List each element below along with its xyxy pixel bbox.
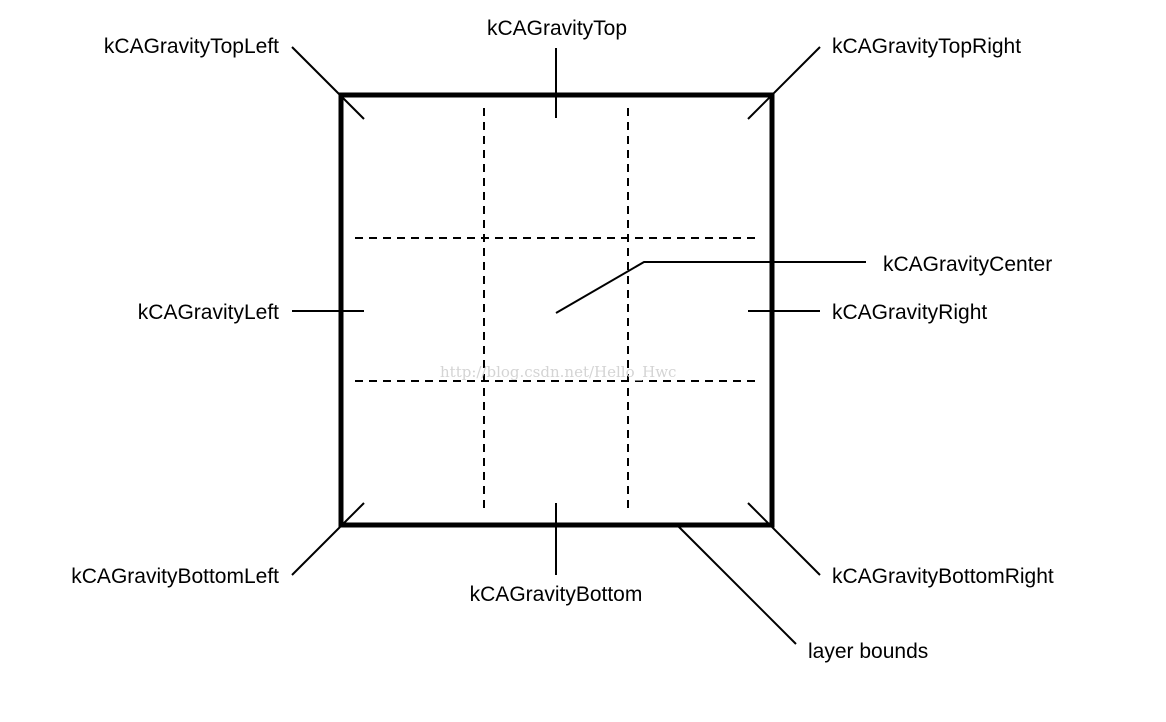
leader-top-left bbox=[291, 46, 365, 120]
grid-lines bbox=[355, 108, 760, 512]
leader-lines bbox=[291, 46, 866, 645]
label-bottom-left: kCAGravityBottomLeft bbox=[71, 565, 279, 588]
label-top-left: kCAGravityTopLeft bbox=[104, 35, 279, 58]
label-center: kCAGravityCenter bbox=[883, 253, 1052, 276]
label-bottom: kCAGravityBottom bbox=[470, 583, 643, 606]
leader-bottom-right bbox=[747, 502, 821, 576]
label-left: kCAGravityLeft bbox=[138, 301, 279, 324]
leader-bottom-left bbox=[291, 502, 365, 576]
layer-bounds-rect bbox=[338, 92, 775, 528]
label-bottom-right: kCAGravityBottomRight bbox=[832, 565, 1054, 588]
watermark: http://blog.csdn.net/Hello_Hwc bbox=[440, 363, 676, 381]
label-top: kCAGravityTop bbox=[487, 17, 627, 40]
label-layer-bounds: layer bounds bbox=[808, 640, 928, 663]
leader-layer-bounds bbox=[676, 524, 797, 645]
label-top-right: kCAGravityTopRight bbox=[832, 35, 1021, 58]
label-right: kCAGravityRight bbox=[832, 301, 987, 324]
leader-top-right bbox=[747, 46, 821, 120]
leader-center bbox=[555, 261, 866, 314]
